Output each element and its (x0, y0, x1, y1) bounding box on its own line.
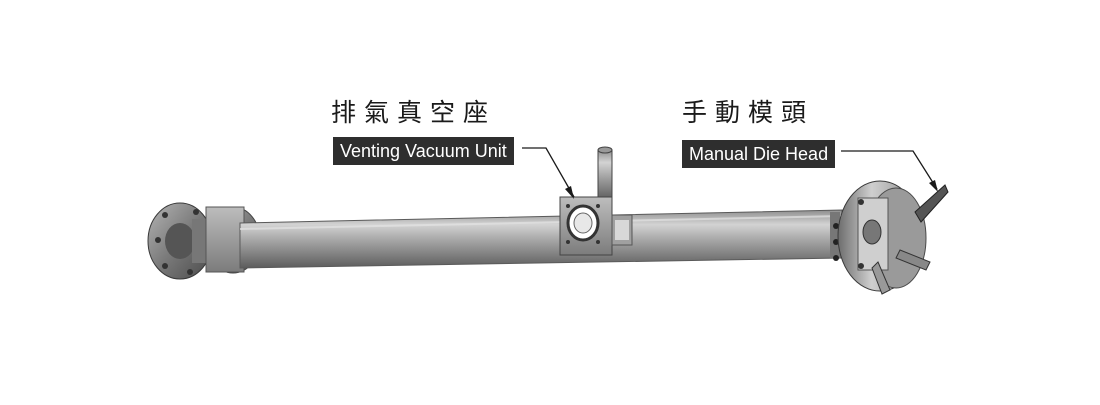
venting-vacuum-unit (559, 146, 633, 256)
venting-chinese-label: 排氣真空座 (331, 98, 497, 127)
die-head-arrow-icon (929, 180, 938, 192)
venting-arrow-icon (565, 186, 574, 199)
venting-english-label: Venting Vacuum Unit (333, 137, 514, 165)
venting-leader-line (522, 147, 575, 198)
die-head-leader-line (841, 150, 938, 190)
die-head-chinese-label: 手動模頭 (682, 98, 815, 127)
die-head-english-label: Manual Die Head (682, 140, 836, 168)
manual-die-head (830, 180, 949, 295)
